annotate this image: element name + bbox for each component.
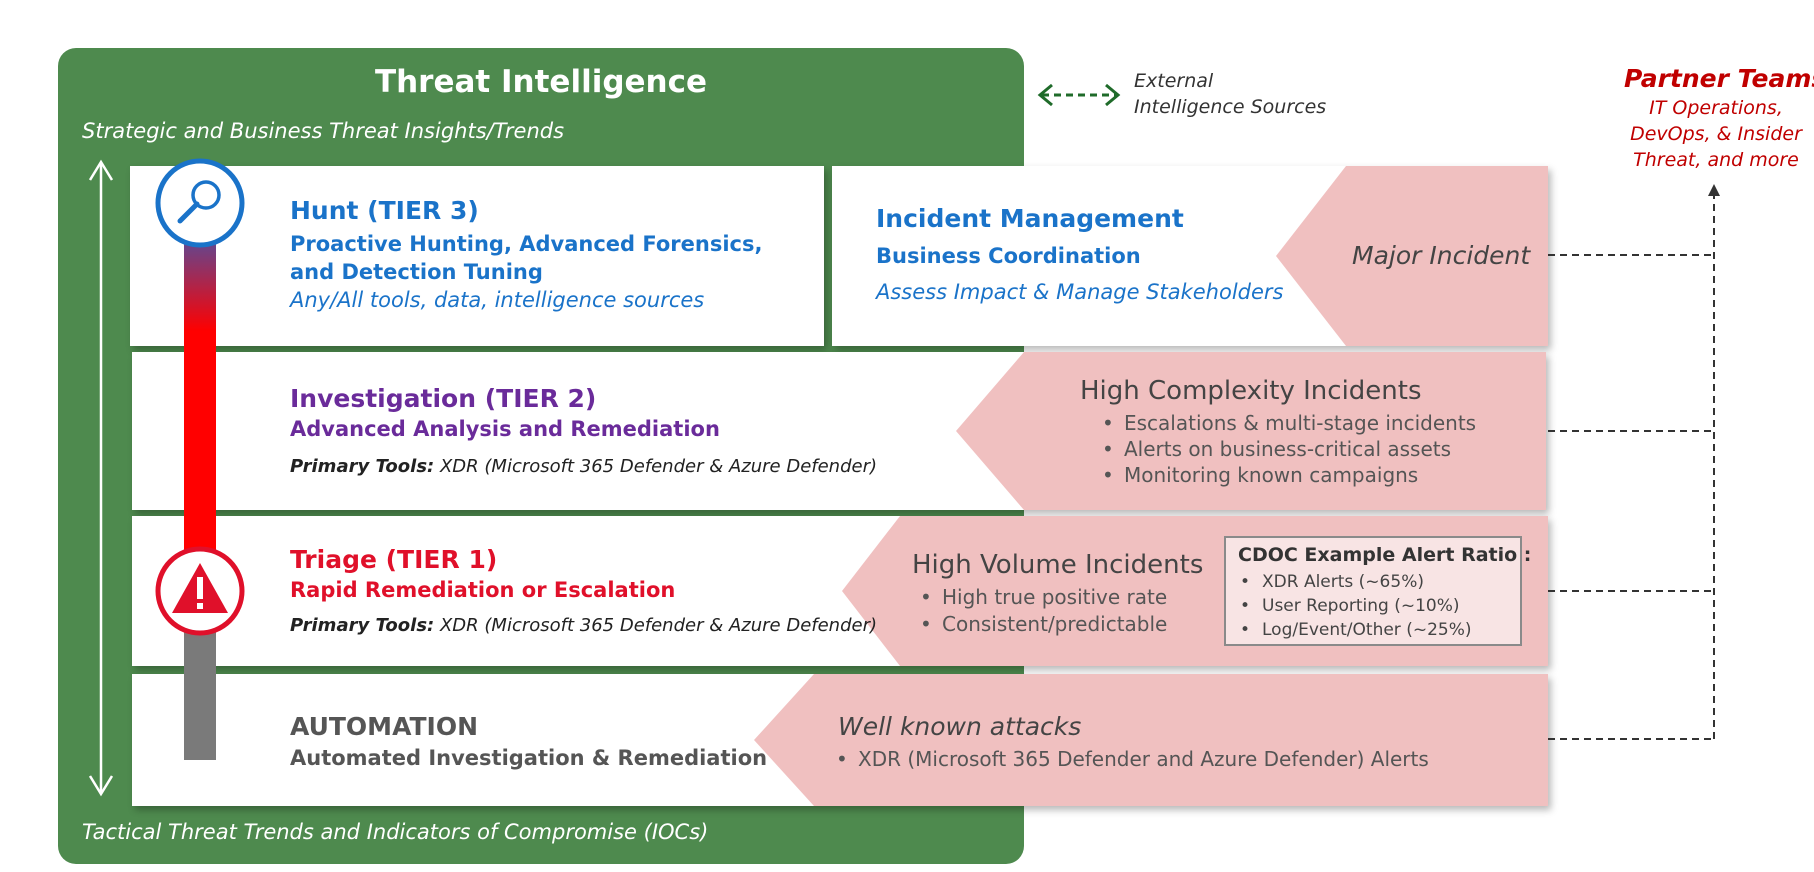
list-item: Escalations & multi-stage incidents bbox=[1096, 410, 1476, 436]
major-incident-arrow bbox=[1276, 166, 1548, 346]
warning-icon bbox=[155, 546, 245, 636]
list-item: Log/Event/Other (~25%) bbox=[1234, 618, 1472, 642]
incident-management-title: Incident Management bbox=[876, 204, 1184, 233]
investigation-tools: Primary Tools: XDR (Microsoft 365 Defend… bbox=[290, 456, 877, 477]
high-complexity-title: High Complexity Incidents bbox=[1080, 376, 1422, 406]
well-known-title: Well known attacks bbox=[838, 712, 1082, 741]
external-line-1: External bbox=[1134, 70, 1214, 92]
assess-impact: Assess Impact & Manage Stakeholders bbox=[876, 280, 1284, 304]
alert-ratio-title: CDOC Example Alert Ratio : bbox=[1238, 544, 1532, 566]
hunt-subtitle-2: and Detection Tuning bbox=[290, 260, 543, 284]
triage-tools-value: XDR (Microsoft 365 Defender & Azure Defe… bbox=[434, 615, 878, 636]
business-coordination: Business Coordination bbox=[876, 244, 1141, 268]
list-item: High true positive rate bbox=[914, 584, 1167, 611]
investigation-title: Investigation (TIER 2) bbox=[290, 384, 597, 413]
list-item: XDR Alerts (~65%) bbox=[1234, 570, 1472, 594]
partner-line-2: DevOps, & Insider bbox=[1630, 123, 1802, 145]
partner-teams-title: Partner Teams bbox=[1624, 64, 1814, 93]
high-complexity-list: Escalations & multi-stage incidents Aler… bbox=[1096, 410, 1476, 488]
list-item: Alerts on business-critical assets bbox=[1096, 436, 1476, 462]
partner-line-3: Threat, and more bbox=[1633, 149, 1799, 171]
threat-intelligence-subtitle: Strategic and Business Threat Insights/T… bbox=[82, 119, 565, 143]
high-volume-list: High true positive rate Consistent/predi… bbox=[914, 584, 1167, 638]
hunt-title: Hunt (TIER 3) bbox=[290, 196, 479, 225]
list-item: XDR (Microsoft 365 Defender and Azure De… bbox=[830, 746, 1429, 772]
investigation-subtitle: Advanced Analysis and Remediation bbox=[290, 417, 720, 441]
hunt-tools: Any/All tools, data, intelligence source… bbox=[290, 288, 705, 312]
list-item: Consistent/predictable bbox=[914, 611, 1167, 638]
list-item: Monitoring known campaigns bbox=[1096, 462, 1476, 488]
double-arrow-icon bbox=[88, 159, 114, 797]
automation-subtitle: Automated Investigation & Remediation bbox=[290, 746, 768, 770]
list-item: User Reporting (~10%) bbox=[1234, 594, 1472, 618]
well-known-list: XDR (Microsoft 365 Defender and Azure De… bbox=[830, 746, 1429, 772]
triage-tools: Primary Tools: XDR (Microsoft 365 Defend… bbox=[290, 615, 877, 636]
alert-ratio-list: XDR Alerts (~65%) User Reporting (~10%) … bbox=[1234, 570, 1472, 642]
magnifier-icon bbox=[155, 158, 245, 248]
threat-intelligence-title: Threat Intelligence bbox=[374, 64, 708, 100]
triage-title: Triage (TIER 1) bbox=[290, 545, 498, 574]
external-sources-arrow bbox=[1037, 83, 1121, 107]
hunt-panel bbox=[130, 166, 824, 346]
high-volume-title: High Volume Incidents bbox=[912, 550, 1204, 580]
escalation-bar bbox=[184, 210, 216, 760]
automation-title: AUTOMATION bbox=[290, 712, 479, 741]
threat-intelligence-footer: Tactical Threat Trends and Indicators of… bbox=[82, 820, 709, 844]
partner-line-1: IT Operations, bbox=[1649, 97, 1783, 119]
hunt-subtitle-1: Proactive Hunting, Advanced Forensics, bbox=[290, 232, 763, 256]
triage-subtitle: Rapid Remediation or Escalation bbox=[290, 578, 676, 602]
major-incident-label: Major Incident bbox=[1352, 241, 1531, 270]
external-line-2: Intelligence Sources bbox=[1134, 96, 1327, 118]
triage-tools-label: Primary Tools: bbox=[290, 615, 435, 636]
investigation-tools-value: XDR (Microsoft 365 Defender & Azure Defe… bbox=[434, 456, 878, 477]
investigation-tools-label: Primary Tools: bbox=[290, 456, 435, 477]
well-known-arrow bbox=[754, 674, 1548, 806]
